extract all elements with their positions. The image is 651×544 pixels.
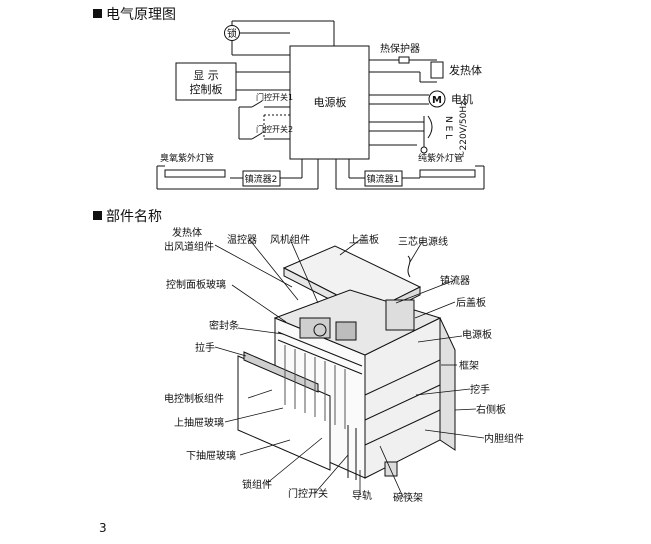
cabinet-drawing xyxy=(237,245,456,480)
label-ballast: 镇流器 xyxy=(440,274,470,287)
section-title-parts: 部件名称 xyxy=(93,206,162,226)
label-handle-grip: 挖手 xyxy=(470,383,490,396)
leader-lines xyxy=(214,238,485,498)
label-fan-assembly: 风机组件 xyxy=(270,233,310,246)
thermal-protector-label: 热保护器 xyxy=(380,42,420,55)
section-title-text: 电气原理图 xyxy=(106,7,176,23)
section-title-text: 部件名称 xyxy=(106,209,162,225)
section-title-schematic: 电气原理图 xyxy=(93,4,176,24)
heater-label: 发热体 xyxy=(449,63,482,77)
lock-label: 锁 xyxy=(227,27,237,40)
pure-uv-tube-label: 纯紫外灯管 xyxy=(418,152,463,164)
label-upper-drawer-glass: 上抽屉玻璃 xyxy=(174,416,224,429)
power-board-box xyxy=(289,45,370,160)
ozone-uv-tube-label: 臭氧紫外灯管 xyxy=(160,152,214,164)
power-board-label: 电源板 xyxy=(314,95,347,109)
display-label-line2: 控制板 xyxy=(190,82,223,96)
label-handle: 拉手 xyxy=(195,341,215,354)
ozone-uv-tube-symbol xyxy=(164,169,226,178)
door-switch-1-label: 门控开关1 xyxy=(256,92,293,102)
label-heater-line1: 发热体 xyxy=(172,226,202,239)
label-seal-strip: 密封条 xyxy=(209,319,239,332)
label-frame: 框架 xyxy=(459,359,479,372)
label-three-core-cord: 三芯电源线 xyxy=(398,235,448,248)
label-control-panel-glass: 控制面板玻璃 xyxy=(166,278,226,291)
ballast-1-label: 镇流器1 xyxy=(367,173,400,185)
motor-symbol-label: M xyxy=(432,95,442,106)
label-back-cover: 后盖板 xyxy=(456,296,486,309)
label-power-board: 电源板 xyxy=(462,328,492,341)
label-guide-rail: 导轨 xyxy=(352,489,372,502)
parts-labels: 发热体 出风道组件 温控器 风机组件 上盖板 三芯电源线 控制面板玻璃 镇流器 … xyxy=(164,226,524,504)
page-number: 3 xyxy=(99,521,107,535)
label-heater-line2: 出风道组件 xyxy=(164,240,214,253)
label-right-side-panel: 右侧板 xyxy=(476,403,506,416)
label-inner-liner: 内胆组件 xyxy=(484,432,524,445)
lock-symbol xyxy=(224,25,240,41)
motor-symbol xyxy=(428,90,446,108)
label-electrical-control-board: 电控制板组件 xyxy=(164,392,224,405)
nel-label: N E L xyxy=(443,116,453,139)
motor-label: 电机 xyxy=(451,92,473,106)
label-lower-drawer-glass: 下抽屉玻璃 xyxy=(186,449,236,462)
door-switch-2-label: 门控开关2 xyxy=(256,124,293,134)
heater-symbol xyxy=(430,61,444,79)
display-board-box xyxy=(175,62,237,101)
label-top-cover: 上盖板 xyxy=(349,233,379,246)
ballast-2-label: 镇流器2 xyxy=(245,173,278,185)
bullet-square-icon xyxy=(93,9,102,18)
bullet-square-icon xyxy=(93,211,102,220)
pure-uv-tube-symbol xyxy=(419,169,476,178)
voltage-label: ~220V/50Hz xyxy=(459,101,469,158)
label-lock-assembly: 锁组件 xyxy=(242,478,272,491)
label-door-switch: 门控开关 xyxy=(288,487,328,500)
label-bowl-chopstick-rack: 碗筷架 xyxy=(393,491,423,504)
display-label-line1: 显 示 xyxy=(193,69,219,82)
label-thermostat: 温控器 xyxy=(227,233,257,246)
